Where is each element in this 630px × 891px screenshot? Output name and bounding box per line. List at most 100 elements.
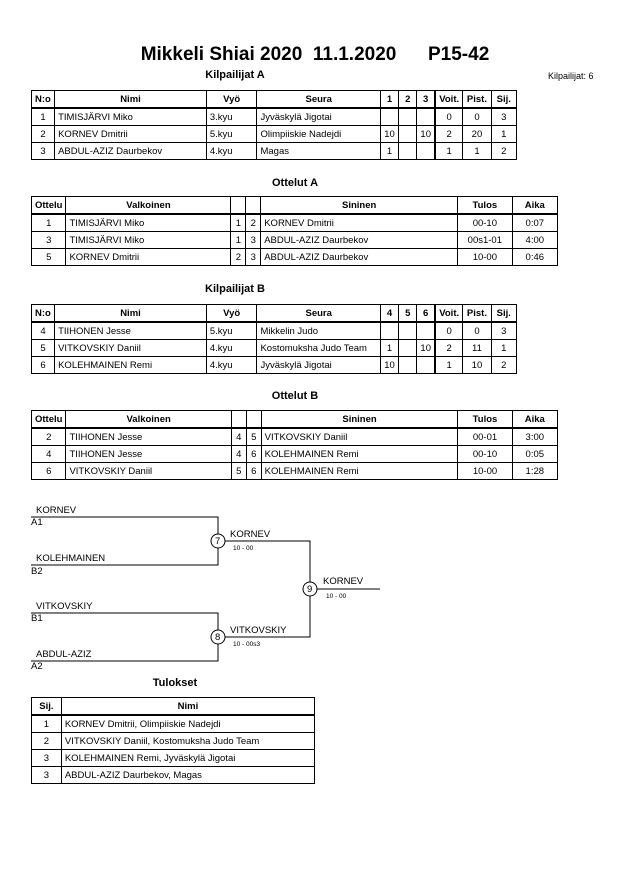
final-winner: KORNEV	[323, 576, 364, 587]
cell-name: VITKOVSKIY Daniil	[54, 339, 207, 357]
cell-score	[398, 356, 418, 374]
cell-place: 1	[31, 714, 62, 733]
cell-white: TIMISJÄRVI Miko	[65, 231, 232, 249]
col-header: Sininen	[260, 196, 459, 215]
col-header: Aika	[511, 410, 559, 429]
pool-b-heading: Kilpailijat B	[205, 283, 265, 295]
semi1-bottom-name: KOLEHMAINEN	[36, 553, 105, 564]
cell-club: Jyväskylä Jigotai	[256, 356, 381, 374]
cell-name: ABDUL-AZIZ Daurbekov, Magas	[60, 766, 316, 784]
cell-name: VITKOVSKIY Daniil, Kostomuksha Judo Team	[60, 732, 316, 750]
col-header: N:o	[30, 304, 56, 323]
col-header: Nimi	[54, 90, 207, 109]
matches-b-table: Ottelu Valkoinen Sininen Tulos Aika 2 TI…	[30, 410, 559, 480]
cell-place: 3	[31, 766, 62, 784]
cell-time: 4:00	[511, 231, 559, 249]
semi1-winner: KORNEV	[230, 529, 271, 540]
cell-time: 1:28	[511, 462, 559, 480]
cell-match: 4	[30, 445, 67, 463]
col-header: 4	[379, 304, 400, 323]
cell-match: 3	[30, 231, 67, 249]
table-row: 2 TIIHONEN Jesse 4 5 VITKOVSKIY Daniil 0…	[30, 427, 559, 446]
cell-belt: 5.kyu	[205, 321, 258, 340]
semi1-bottom-seed: B2	[31, 566, 43, 577]
pool-b-table: N:o Nimi Vyö Seura 4 5 6 Voit. Pist. Sij…	[30, 304, 518, 374]
col-header: Sininen	[260, 410, 459, 429]
matches-a-heading: Ottelut A	[271, 177, 319, 189]
cell-result: 00-10	[457, 445, 513, 463]
table-row: 2 VITKOVSKIY Daniil, Kostomuksha Judo Te…	[31, 732, 316, 750]
cell-time: 0:07	[511, 213, 559, 232]
table-row: 1 TIMISJÄRVI Miko 1 2 KORNEV Dmitrii 00-…	[30, 213, 559, 232]
bracket-line	[218, 540, 311, 589]
semi2-winner: VITKOVSKIY	[230, 625, 287, 636]
table-row: 3 TIMISJÄRVI Miko 1 3 ABDUL-AZIZ Daurbek…	[30, 231, 559, 249]
cell-name: TIIHONEN Jesse	[54, 321, 207, 340]
col-header: 5	[398, 304, 418, 323]
cell-wins: 1	[434, 142, 464, 160]
cell-club: Kostomuksha Judo Team	[256, 339, 381, 357]
cell-belt: 5.kyu	[205, 125, 258, 143]
bracket-line	[31, 612, 219, 662]
cell-name: ABDUL-AZIZ Daurbekov	[54, 142, 207, 160]
cell-belt: 4.kyu	[205, 142, 258, 160]
cell-white-no: 1	[230, 213, 247, 232]
cell-points: 11	[462, 339, 492, 357]
cell-blue: VITKOVSKIY Daniil	[260, 427, 459, 446]
cell-name: KORNEV Dmitrii, Olimpiiskie Nadejdi	[60, 714, 316, 733]
col-header: 3	[416, 90, 436, 109]
cell-blue-no: 3	[245, 248, 262, 266]
col-header: Pist.	[462, 304, 492, 323]
col-header: Vyö	[205, 304, 258, 323]
cell-white-no: 5	[230, 462, 247, 480]
cell-score	[398, 142, 418, 160]
cell-score: 10	[416, 125, 436, 143]
cell-match: 2	[30, 427, 67, 446]
pool-a-table: N:o Nimi Vyö Seura 1 2 3 Voit. Pist. Sij…	[30, 90, 518, 160]
col-header: Tulos	[457, 410, 513, 429]
cell-match: 6	[30, 462, 67, 480]
col-header: Sij.	[490, 90, 518, 109]
cell-white: VITKOVSKIY Daniil	[65, 462, 232, 480]
table-row: 6 KOLEHMAINEN Remi 4.kyu Jyväskylä Jigot…	[30, 356, 518, 374]
cell-white-no: 2	[230, 248, 247, 266]
semi1-score: 10 - 00	[233, 545, 254, 552]
cell-blue-no: 2	[245, 213, 262, 232]
cell-blue: KOLEHMAINEN Remi	[260, 445, 459, 463]
cell-no: 2	[30, 125, 56, 143]
cell-blue: KORNEV Dmitrii	[260, 213, 459, 232]
cell-place: 3	[490, 107, 518, 126]
cell-score: 10	[379, 125, 400, 143]
cell-no: 4	[30, 321, 56, 340]
table-row: 6 VITKOVSKIY Daniil 5 6 KOLEHMAINEN Remi…	[30, 462, 559, 480]
col-header: Seura	[256, 304, 381, 323]
cell-white: TIIHONEN Jesse	[65, 445, 232, 463]
cell-no: 3	[30, 142, 56, 160]
cell-place: 2	[31, 732, 62, 750]
semi1-top-name: KORNEV	[36, 505, 77, 516]
cell-place: 3	[31, 749, 62, 767]
page-title: Mikkeli Shiai 2020 11.1.2020 P15-42	[140, 44, 490, 65]
cell-time: 3:00	[511, 427, 559, 446]
table-row: 3 KOLEHMAINEN Remi, Jyväskylä Jigotai	[31, 749, 316, 767]
col-header: 6	[416, 304, 436, 323]
cell-result: 00-10	[457, 213, 513, 232]
results-table: Sij. Nimi 1 KORNEV Dmitrii, Olimpiiskie …	[31, 697, 316, 784]
col-header: Valkoinen	[65, 410, 232, 429]
cell-name: KOLEHMAINEN Remi, Jyväskylä Jigotai	[60, 749, 316, 767]
cell-result: 00s1-01	[457, 231, 513, 249]
table-row: 4 TIIHONEN Jesse 5.kyu Mikkelin Judo 0 0…	[30, 321, 518, 340]
cell-name: KORNEV Dmitrii	[54, 125, 207, 143]
cell-white-no: 4	[230, 427, 247, 446]
cell-name: KOLEHMAINEN Remi	[54, 356, 207, 374]
cell-belt: 4.kyu	[205, 356, 258, 374]
match-circle	[210, 629, 226, 645]
col-header: Tulos	[457, 196, 513, 215]
table-row: 5 VITKOVSKIY Daniil 4.kyu Kostomuksha Ju…	[30, 339, 518, 357]
cell-club: Jyväskylä Jigotai	[256, 107, 381, 126]
semi2-score: 10 - 00s3	[233, 641, 260, 648]
final-match-no: 9	[307, 584, 312, 595]
col-header: Pist.	[462, 90, 492, 109]
semi2-top-seed: B1	[31, 613, 43, 624]
cell-club: Mikkelin Judo	[256, 321, 381, 340]
